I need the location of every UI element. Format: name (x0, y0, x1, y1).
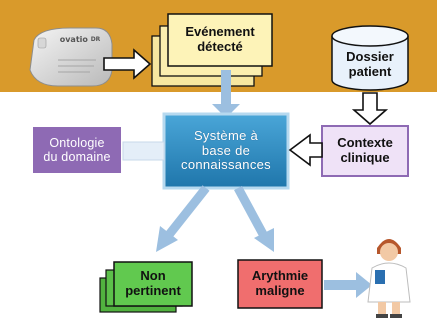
system-to-not-relevant-arrow (156, 185, 210, 252)
record-to-context-arrow (351, 92, 389, 126)
arrhythmia-box (237, 259, 323, 309)
device-brand-label: ovatio DR (59, 34, 101, 44)
device-to-event-arrow (103, 48, 152, 80)
arrhythmia-to-doctor-arrow (324, 272, 372, 298)
event-to-system-arrow (212, 70, 240, 118)
clinical-context-label: Contexte clinique (337, 135, 393, 165)
not-relevant-box (99, 261, 193, 313)
event-label: Evénement détecté (185, 24, 255, 54)
ontology-box (31, 125, 123, 175)
patient-record-label: Dossier patient (346, 49, 394, 79)
arrhythmia-label: Arythmie maligne (251, 268, 309, 298)
not-relevant-label: Non pertinent (125, 268, 181, 298)
doctor-icon (367, 239, 411, 318)
knowledge-system-label: Système à base de connaissances (181, 128, 271, 173)
ontology-connector (122, 141, 165, 161)
event-box (151, 13, 273, 87)
system-to-arrhythmia-arrow (234, 185, 274, 252)
ontology-label: Ontologie du domaine (43, 136, 111, 164)
patient-record-database (331, 25, 409, 91)
context-to-system-arrow (288, 133, 323, 167)
